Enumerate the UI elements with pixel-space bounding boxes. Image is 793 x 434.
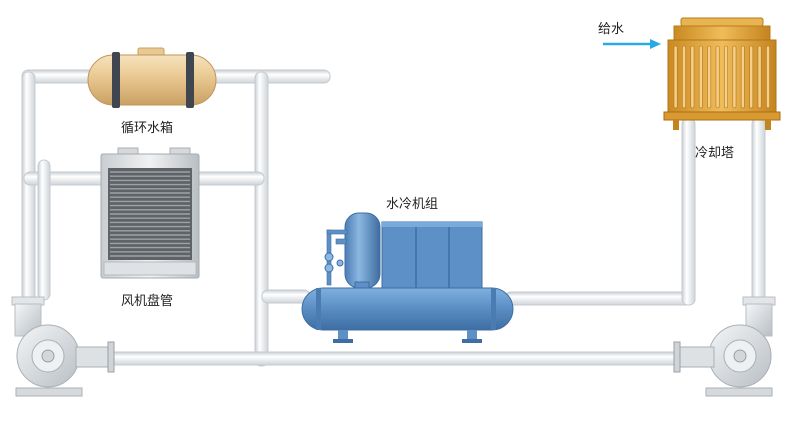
fan-coil-unit bbox=[100, 147, 200, 279]
pipe-network bbox=[21, 69, 766, 367]
tank-band-left bbox=[112, 52, 120, 108]
tower-slat bbox=[740, 45, 745, 109]
water-supply-label: 给水 bbox=[598, 22, 625, 37]
fan-coil-label: 风机盘管 bbox=[121, 294, 174, 309]
pipe-left-secondary bbox=[37, 159, 51, 301]
tower-slat bbox=[766, 45, 770, 109]
pipe-chiller-tower bbox=[504, 291, 696, 306]
circulating-water-tank bbox=[87, 47, 217, 108]
pipe-tower-right bbox=[751, 117, 766, 309]
pipe-middle-vertical bbox=[254, 71, 269, 367]
arrow-right-icon bbox=[603, 39, 661, 49]
water-cooled-chiller bbox=[301, 212, 514, 343]
tower-slat bbox=[690, 45, 695, 109]
tower-slat bbox=[715, 45, 720, 109]
pump-right bbox=[673, 296, 776, 397]
cooling-tower bbox=[663, 17, 781, 130]
chiller-label: 水冷机组 bbox=[386, 197, 439, 212]
tower-slat bbox=[682, 45, 686, 109]
pipe-bottom bbox=[109, 351, 681, 366]
tower-slat bbox=[673, 45, 678, 109]
tank-label: 循环水箱 bbox=[121, 121, 174, 136]
pipe-to-chiller bbox=[261, 289, 311, 304]
pipe-tower-left bbox=[681, 117, 696, 306]
pump-left bbox=[11, 296, 115, 397]
tower-slat bbox=[749, 45, 754, 109]
tower-slat bbox=[757, 45, 762, 109]
tower-slat bbox=[724, 45, 728, 109]
pipe-left-vertical bbox=[21, 71, 36, 303]
cooling-tower-label: 冷却塔 bbox=[695, 146, 735, 161]
tower-slat bbox=[698, 45, 703, 109]
tower-slat bbox=[732, 45, 737, 109]
tower-slat bbox=[707, 45, 712, 109]
tank-band-right bbox=[186, 52, 194, 108]
